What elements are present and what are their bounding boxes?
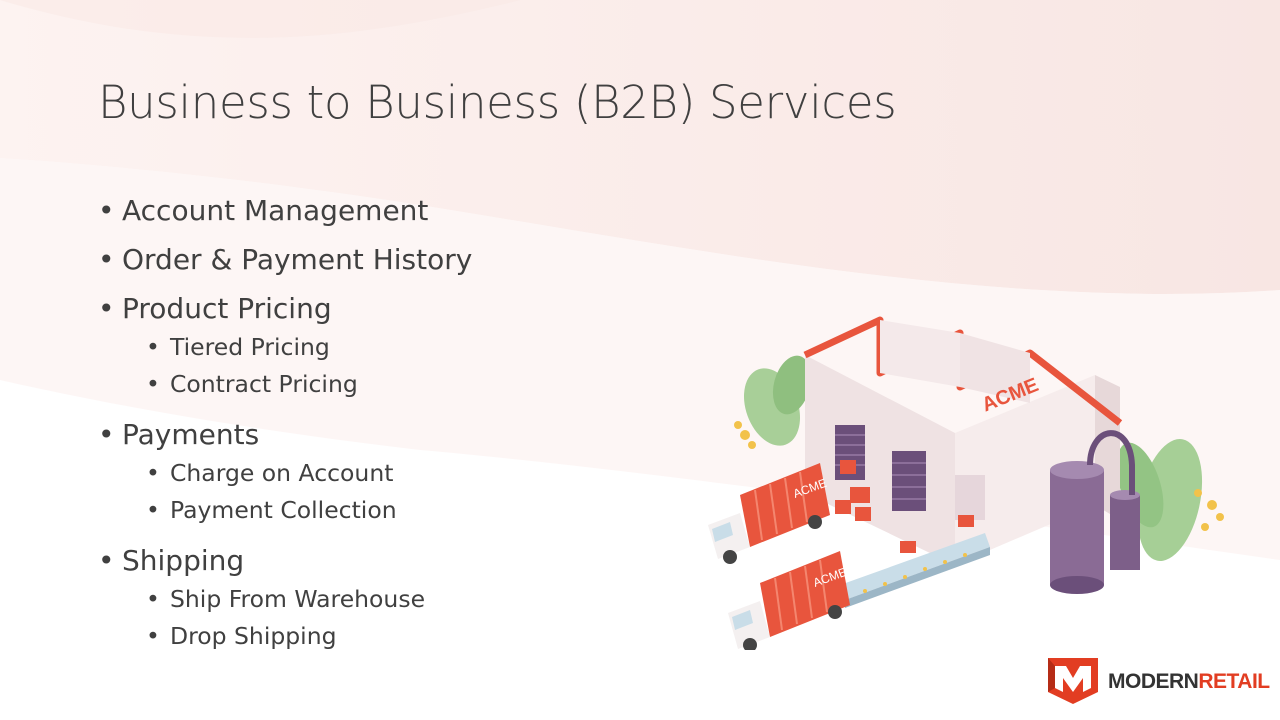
foliage-left <box>734 355 812 449</box>
sub-bullet-charge-on-account: Charge on Account <box>122 455 472 492</box>
modern-retail-logo: MODERNRETAIL <box>1046 652 1270 708</box>
logo-word-modern: MODERN <box>1108 670 1199 693</box>
bullet-product-pricing: Product Pricing Tiered Pricing Contract … <box>98 292 472 403</box>
conveyor-belt <box>840 515 990 608</box>
logo-word-retail: RETAIL <box>1198 670 1270 693</box>
bullet-label: Payments <box>122 418 260 451</box>
sub-bullet-list: Tiered Pricing Contract Pricing <box>122 329 472 403</box>
sub-bullet-list: Ship From Warehouse Drop Shipping <box>122 581 472 655</box>
sub-bullet-list: Charge on Account Payment Collection <box>122 455 472 529</box>
slide-title: Business to Business (B2B) Services <box>98 76 897 129</box>
delivery-truck-top <box>708 463 830 564</box>
bullet-account-management: Account Management <box>98 194 472 228</box>
factory-silo <box>1050 430 1140 594</box>
sub-bullet-drop-shipping: Drop Shipping <box>122 618 472 655</box>
logo-wordmark: MODERNRETAIL <box>1108 670 1270 694</box>
sub-bullet-ship-from-warehouse: Ship From Warehouse <box>122 581 472 618</box>
delivery-truck-bottom <box>728 551 850 650</box>
sub-bullet-payment-collection: Payment Collection <box>122 492 472 529</box>
cargo-boxes <box>835 460 871 521</box>
sub-bullet-tiered-pricing: Tiered Pricing <box>122 329 472 366</box>
logo-m-icon <box>1048 658 1098 704</box>
bullet-label: Order & Payment History <box>122 243 473 276</box>
bullet-payments: Payments Charge on Account Payment Colle… <box>98 418 472 529</box>
factory-building <box>803 316 1123 565</box>
bullet-shipping: Shipping Ship From Warehouse Drop Shippi… <box>98 544 472 655</box>
bullet-label: Product Pricing <box>122 292 332 325</box>
bullet-list: Account Management Order & Payment Histo… <box>98 190 472 655</box>
bullet-order-payment-history: Order & Payment History <box>98 243 472 277</box>
sub-bullet-contract-pricing: Contract Pricing <box>122 366 472 403</box>
bullet-label: Account Management <box>122 194 429 227</box>
bullet-label: Shipping <box>122 544 245 577</box>
factory-illustration: ACME ACME <box>708 316 1224 650</box>
